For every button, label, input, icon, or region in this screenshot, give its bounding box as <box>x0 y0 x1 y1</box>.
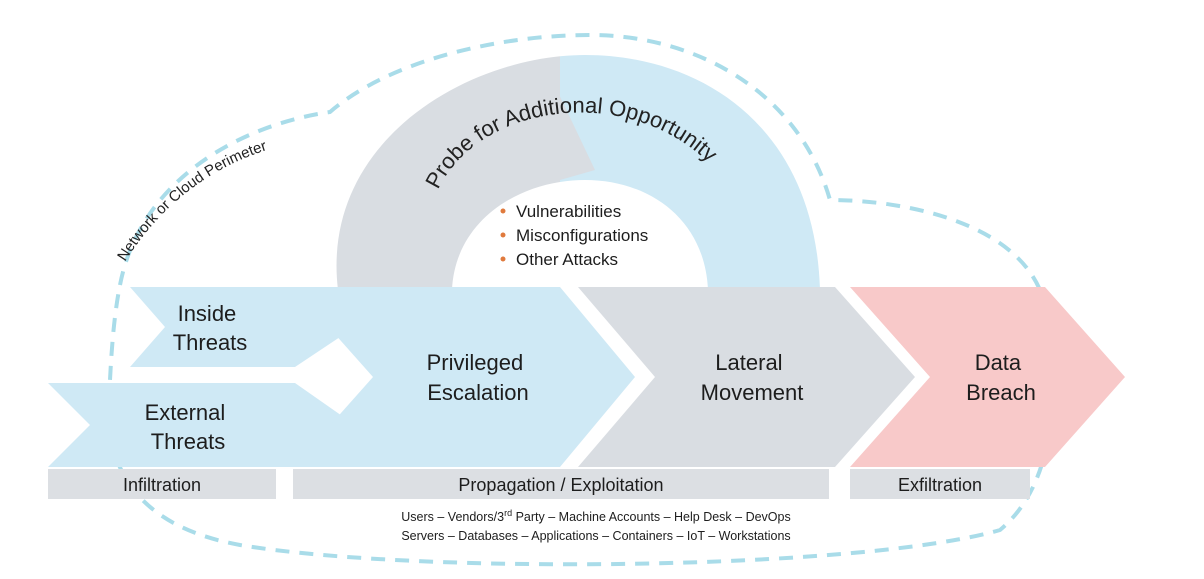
phase-propagation-label: Propagation / Exploitation <box>458 475 663 495</box>
data-breach-shape <box>850 287 1125 467</box>
privileged-escalation-shape <box>293 287 635 467</box>
bullet-dot <box>500 256 506 262</box>
probe-bullets: Vulnerabilities Misconfigurations Other … <box>500 202 648 269</box>
phase-bar-propagation <box>293 469 829 499</box>
lateral-movement-shape <box>578 287 915 467</box>
footer-line-assets: Servers – Databases – Applications – Con… <box>401 529 790 543</box>
phase-exfiltration-label: Exfiltration <box>898 475 982 495</box>
bullet-other-attacks: Other Attacks <box>516 250 618 269</box>
perimeter-label: Network or Cloud Perimeter <box>114 137 269 264</box>
external-threats-shape <box>48 383 355 467</box>
bullet-vulnerabilities: Vulnerabilities <box>516 202 621 221</box>
external-threats-label: External Threats <box>145 400 232 454</box>
inside-threats-label: Inside Threats <box>173 301 248 355</box>
perimeter-boundary <box>106 32 1054 567</box>
phase-bar-infiltration <box>48 469 276 499</box>
lateral-movement-label: Lateral Movement <box>701 350 804 405</box>
privileged-escalation-label: Privileged Escalation <box>427 350 530 405</box>
data-breach-label: Data Breach <box>966 350 1036 405</box>
phase-infiltration-label: Infiltration <box>123 475 201 495</box>
footer-line-identities: Users – Vendors/3rd Party – Machine Acco… <box>401 508 790 524</box>
phase-bar-exfiltration <box>850 469 1030 499</box>
bullet-dot <box>500 208 506 214</box>
bullet-dot <box>500 232 506 238</box>
bullet-misconfigurations: Misconfigurations <box>516 226 648 245</box>
inside-threats-shape <box>130 287 355 367</box>
probe-arch <box>336 55 820 290</box>
